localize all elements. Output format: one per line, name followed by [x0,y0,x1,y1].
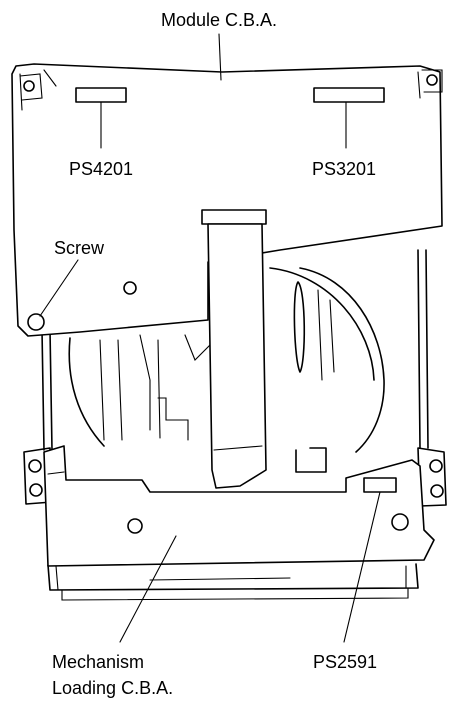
flex-cable [201,209,267,489]
ps3201-sensor [313,87,385,103]
module-cba-board [11,63,443,337]
label-ps2591: PS2591 [313,652,377,672]
leader-lines [39,33,381,643]
label-mechanism-line1: Mechanism [52,652,144,672]
label-ps3201: PS3201 [312,159,376,179]
label-ps4201: PS4201 [69,159,133,179]
screw-head [27,313,45,331]
label-screw: Screw [54,238,105,258]
loading-cba-board [43,445,435,567]
label-module-cba: Module C.B.A. [161,10,277,30]
label-mechanism-line2: Loading C.B.A. [52,678,173,698]
